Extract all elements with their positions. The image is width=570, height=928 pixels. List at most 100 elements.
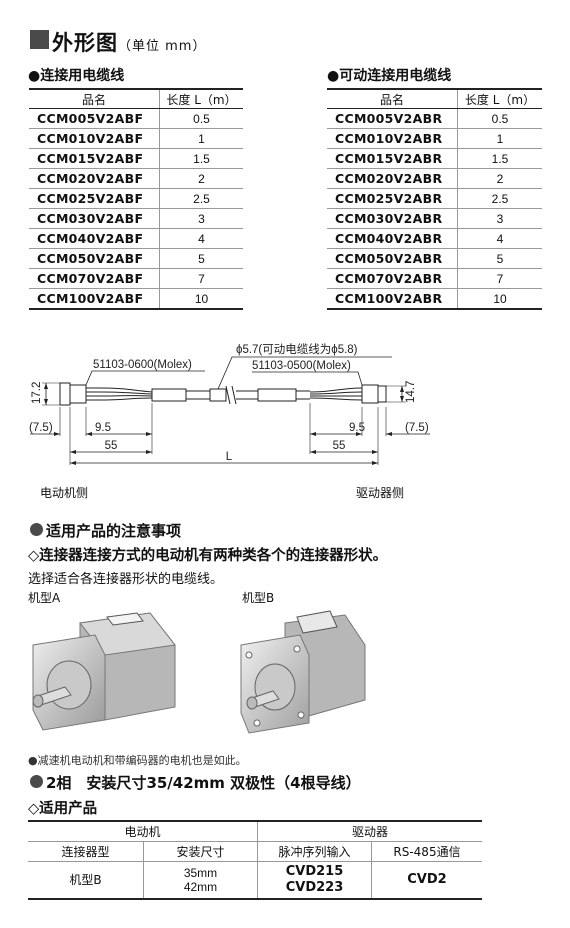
product-name-cell: CCM020V2ABR xyxy=(327,168,458,189)
left-table-heading: ●连接用电缆线 xyxy=(28,68,125,84)
product-name-cell: CCM010V2ABR xyxy=(327,128,458,149)
left-offset-label: (7.5) xyxy=(29,422,53,434)
length-cell: 1.5 xyxy=(457,148,542,169)
right-height-label: 14.7 xyxy=(405,381,417,403)
col-length-header: 长度 L（m） xyxy=(457,88,542,109)
length-cell: 5 xyxy=(159,248,243,269)
length-cell: 3 xyxy=(457,208,542,229)
length-cell: 5 xyxy=(457,248,542,269)
right-table-heading: ●可动连接用电缆线 xyxy=(327,68,452,84)
cable-sheath-right xyxy=(257,388,297,402)
section2-sub: ◇适用产品 xyxy=(28,801,98,817)
col-name-header: 品名 xyxy=(327,88,458,109)
connector-type-header: 连接器型 xyxy=(28,841,144,862)
product-name-cell: CCM030V2ABR xyxy=(327,208,458,229)
cable-dimension-drawing: ϕ5.7(可动电缆线为ϕ5.8) 51103-0600(Molex) 51103… xyxy=(29,342,430,465)
length-cell: 1 xyxy=(159,128,243,149)
title-unit: （单位 mm） xyxy=(118,39,207,54)
section2-heading: 2相 安装尺寸35/42mm 双极性（4根导线） xyxy=(46,774,361,792)
right-55-label: 55 xyxy=(333,440,346,452)
length-label: L xyxy=(226,451,233,463)
pulse-input-cell: CVD215 CVD223 xyxy=(257,861,372,900)
length-cell: 1.5 xyxy=(159,148,243,169)
length-cell: 2 xyxy=(457,168,542,189)
length-cell: 10 xyxy=(159,288,243,310)
product-name-cell: CCM005V2ABF xyxy=(29,108,160,129)
product-name-cell: CCM040V2ABF xyxy=(29,228,160,249)
driver-header: 驱动器 xyxy=(257,820,482,842)
length-cell: 10 xyxy=(457,288,542,310)
product-name-cell: CCM040V2ABR xyxy=(327,228,458,249)
product-name-cell: CCM100V2ABR xyxy=(327,288,458,310)
col-name-header: 品名 xyxy=(29,88,160,109)
driver-cvd215: CVD215 xyxy=(285,863,344,879)
page-title: 外形图（单位 mm） xyxy=(52,27,206,57)
size-42: 42mm xyxy=(183,879,218,894)
length-cell: 4 xyxy=(457,228,542,249)
product-name-cell: CCM050V2ABR xyxy=(327,248,458,269)
left-strip-label: 9.5 xyxy=(95,422,111,434)
length-cell: 7 xyxy=(159,268,243,289)
length-cell: 1 xyxy=(457,128,542,149)
product-name-cell: CCM020V2ABF xyxy=(29,168,160,189)
length-cell: 2 xyxy=(159,168,243,189)
col-length-header: 长度 L（m） xyxy=(159,88,243,109)
product-name-cell: CCM025V2ABF xyxy=(29,188,160,209)
left-housing-shape xyxy=(69,384,87,404)
length-cell: 3 xyxy=(159,208,243,229)
motor-type-b-image xyxy=(240,610,366,734)
motor-side-label: 电动机侧 xyxy=(40,486,89,500)
length-cell: 0.5 xyxy=(159,108,243,129)
product-name-cell: CCM070V2ABR xyxy=(327,268,458,289)
length-cell: 2.5 xyxy=(457,188,542,209)
length-cell: 2.5 xyxy=(159,188,243,209)
product-name-cell: CCM010V2ABF xyxy=(29,128,160,149)
type-a-label: 机型A xyxy=(28,591,61,605)
notice-line1: ◇连接器连接方式的电动机有两种类各个的连接器形状。 xyxy=(28,548,388,564)
right-connector-label: 51103-0500(Molex) xyxy=(252,360,351,372)
product-name-cell: CCM015V2ABF xyxy=(29,148,160,169)
right-housing-shape xyxy=(361,384,379,404)
section2-bullet-icon xyxy=(30,775,43,788)
right-offset-label: (7.5) xyxy=(405,422,429,434)
mount-size-cell: 35mm 42mm xyxy=(143,861,258,900)
left-55-label: 55 xyxy=(105,440,118,452)
title-text: 外形图 xyxy=(52,31,118,55)
product-name-cell: CCM100V2ABF xyxy=(29,288,160,310)
rs485-header: RS-485通信 xyxy=(371,841,482,862)
product-name-cell: CCM005V2ABR xyxy=(327,108,458,129)
rs485-cell: CVD2 xyxy=(371,861,482,900)
size-35: 35mm xyxy=(183,865,218,880)
driver-side-label: 驱动器侧 xyxy=(356,486,405,500)
left-connector-shape xyxy=(59,382,71,406)
right-connector-shape xyxy=(377,385,387,403)
length-cell: 7 xyxy=(457,268,542,289)
pulse-input-header: 脉冲序列输入 xyxy=(257,841,372,862)
motor-header: 电动机 xyxy=(28,820,258,842)
footnote: ●减速机电动机和带编码器的电机也是如此。 xyxy=(28,754,247,767)
cable-sheath-left xyxy=(151,388,187,402)
driver-cvd223: CVD223 xyxy=(285,879,344,895)
mount-size-header: 安装尺寸 xyxy=(143,841,258,862)
applicable-products-table: 电动机 驱动器 连接器型 安装尺寸 脉冲序列输入 RS-485通信 机型B 35… xyxy=(28,820,482,900)
